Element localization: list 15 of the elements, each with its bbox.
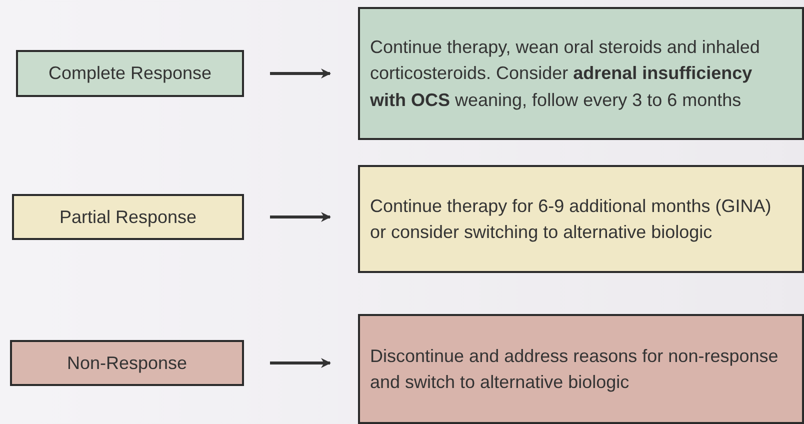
response-label: Non-Response <box>66 352 188 375</box>
arrow <box>270 212 331 222</box>
recommendation-text: Continue therapy, wean oral steroids and inhaled corticosteroids. Consider adrenal insufficiency with OCS weaning, follow every 3 to 6 months <box>370 36 761 112</box>
response-box <box>10 340 244 386</box>
response-label: Complete Response <box>48 62 212 86</box>
recommendation-box <box>358 7 804 140</box>
arrow <box>270 68 331 78</box>
recommendation-box <box>358 314 804 424</box>
recommendation-text: Discontinue and address reasons for non-response and switch to alternative biologic <box>370 344 780 394</box>
response-box <box>12 194 244 240</box>
arrow <box>270 358 331 368</box>
recommendation-text: Continue therapy for 6-9 additional months (GINA) or consider switching to alternative biologic <box>370 194 772 244</box>
recommendation-box <box>358 165 804 273</box>
response-label: Partial Response <box>59 206 197 229</box>
response-box <box>16 50 244 97</box>
